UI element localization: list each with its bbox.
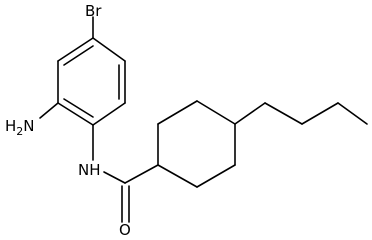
nh2-label-sub: 2 xyxy=(16,125,23,138)
bond-nh-carbonyl xyxy=(103,171,126,184)
nh2-label: H2N xyxy=(5,117,35,138)
bond-carbonyl-cyclohexane xyxy=(124,164,159,184)
bond-butyl-4 xyxy=(337,102,368,125)
bond-butyl-1 xyxy=(234,102,266,125)
bond-cy-3 xyxy=(196,100,236,125)
bond-butyl-3 xyxy=(301,102,339,125)
bond-butyl-2 xyxy=(264,102,303,125)
bond-cy-5 xyxy=(196,164,236,188)
bond-ring-top-right xyxy=(92,37,126,62)
double-bond-inner-bottom-left xyxy=(63,98,94,118)
nh2-label-n: N xyxy=(23,117,34,135)
bond-cy-2 xyxy=(157,100,198,125)
bond-ring-bottom-left xyxy=(57,102,94,126)
o-label: O xyxy=(119,221,131,236)
butyl-chain xyxy=(234,102,368,125)
br-label: Br xyxy=(85,2,102,20)
nh2-label-h: H xyxy=(5,117,16,135)
bond-ring-bottom-right xyxy=(92,102,126,126)
benzene-ring xyxy=(57,37,126,126)
nh-label: NH xyxy=(78,161,101,179)
double-bond-inner-top-left xyxy=(63,45,94,66)
bond-ring-top-left xyxy=(57,37,94,62)
bond-cy-6 xyxy=(157,164,198,188)
bond-c-nh2 xyxy=(39,102,59,119)
cyclohexane-ring xyxy=(157,100,236,188)
